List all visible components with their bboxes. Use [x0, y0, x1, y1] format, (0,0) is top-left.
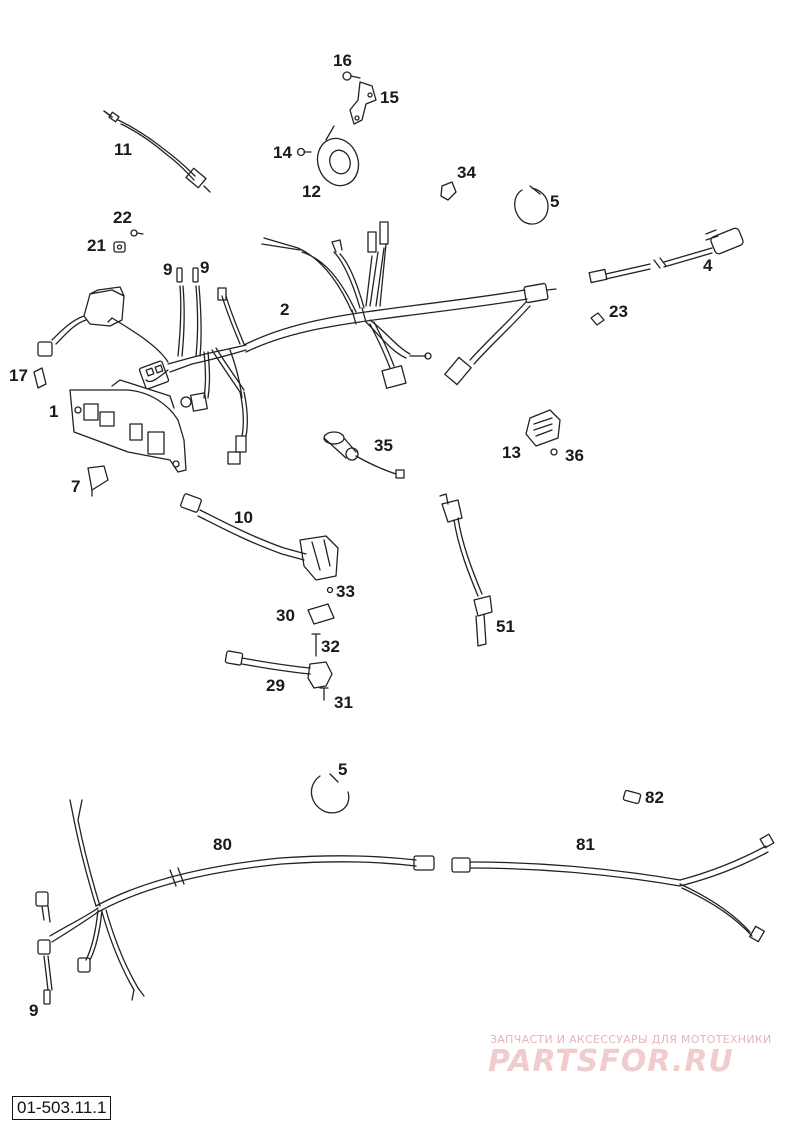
- part-82-clip: [622, 789, 642, 805]
- callout-11: 11: [114, 140, 132, 159]
- callout-33: 33: [336, 582, 355, 601]
- watermark-tagline: ЗАПЧАСТИ И АКСЕССУАРЫ ДЛЯ МОТОТЕХНИКИ: [490, 1033, 772, 1046]
- part-22-screw: [130, 229, 144, 237]
- part-80-harness: [35, 799, 435, 1005]
- callout-10: 10: [234, 508, 253, 527]
- part-13-regulator: [525, 409, 561, 447]
- callout-29: 29: [266, 676, 285, 695]
- callout-9-lower: 9: [29, 1001, 39, 1020]
- part-5-cable-tie-lower: [310, 773, 350, 814]
- callout-32: 32: [321, 637, 340, 656]
- callout-35: 35: [374, 436, 393, 455]
- part-1-bracket-plate: [69, 379, 192, 473]
- part-31-screw: [319, 687, 329, 701]
- part-33-nut: [326, 586, 334, 594]
- callout-13: 13: [502, 443, 521, 462]
- callout-17: 17: [9, 366, 28, 385]
- part-35-capacitor: [323, 431, 405, 479]
- watermark-logo: PARTSFOR.RU: [488, 1044, 734, 1079]
- callout-21: 21: [87, 236, 106, 255]
- callout-80: 80: [213, 835, 232, 854]
- callout-7: 7: [71, 477, 81, 496]
- part-11-cable: [103, 110, 211, 193]
- callout-36: 36: [565, 446, 584, 465]
- part-7-relay: [87, 465, 109, 497]
- part-30-clamp: [307, 603, 335, 625]
- part-9-terminals-upper: [176, 267, 199, 283]
- callout-4: 4: [703, 256, 713, 275]
- diagram-code: 01-503.11.1: [12, 1096, 112, 1120]
- part-15-bracket: [349, 81, 377, 125]
- callout-9-left: 9: [163, 260, 173, 279]
- callout-9-right: 9: [200, 258, 210, 277]
- part-36-screw: [550, 448, 558, 456]
- callout-5-upper: 5: [550, 192, 560, 211]
- callout-31: 31: [334, 693, 353, 712]
- callout-16: 16: [333, 51, 352, 70]
- callout-22: 22: [113, 208, 132, 227]
- part-4-cable: [588, 227, 744, 284]
- part-51-sensor: [439, 493, 493, 647]
- callout-12: 12: [302, 182, 321, 201]
- part-29-switch: [224, 650, 333, 689]
- callout-82: 82: [645, 788, 664, 807]
- callout-14: 14: [273, 143, 292, 162]
- callout-5-lower: 5: [338, 760, 348, 779]
- callout-81: 81: [576, 835, 595, 854]
- part-81-harness: [451, 833, 775, 943]
- part-5-cable-tie-upper: [514, 185, 549, 225]
- part-16-bolt: [342, 71, 361, 81]
- callout-30: 30: [276, 606, 295, 625]
- part-21-nut: [113, 241, 126, 253]
- part-23-screw: [590, 312, 605, 326]
- callout-23: 23: [609, 302, 628, 321]
- part-10-switch-cable: [180, 493, 339, 581]
- callout-51: 51: [496, 617, 515, 636]
- ignition-coil: [37, 286, 125, 357]
- part-32-screw: [311, 633, 321, 657]
- callout-34: 34: [457, 163, 476, 182]
- part-34-rubber-grommet: [440, 181, 457, 201]
- callout-2: 2: [280, 300, 290, 319]
- part-14-screw: [296, 147, 312, 157]
- part-2-main-harness: [111, 221, 557, 465]
- part-12-horn: [316, 125, 360, 187]
- part-17-bulb-socket: [33, 367, 47, 389]
- callout-1: 1: [49, 402, 59, 421]
- callout-15: 15: [380, 88, 399, 107]
